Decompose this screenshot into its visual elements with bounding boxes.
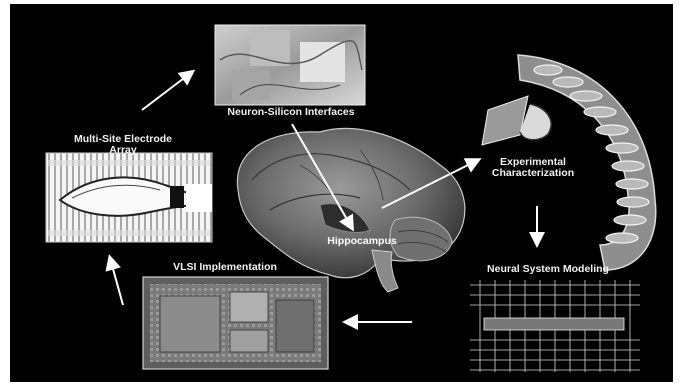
- vlsi-chip-image: [143, 277, 328, 369]
- label-vlsi: VLSI Implementation: [150, 262, 300, 273]
- micrograph-image: [215, 25, 365, 105]
- label-hippocampus: Hippocampus: [322, 236, 402, 247]
- label-neural-model: Neural System Modeling: [468, 264, 628, 275]
- label-electrode-line2: Array: [48, 145, 198, 156]
- label-neuron-silicon: Neuron-Silicon Interfaces: [218, 107, 364, 118]
- label-experimental-line2: Characterization: [478, 168, 588, 179]
- electrode-array-image: [46, 153, 212, 242]
